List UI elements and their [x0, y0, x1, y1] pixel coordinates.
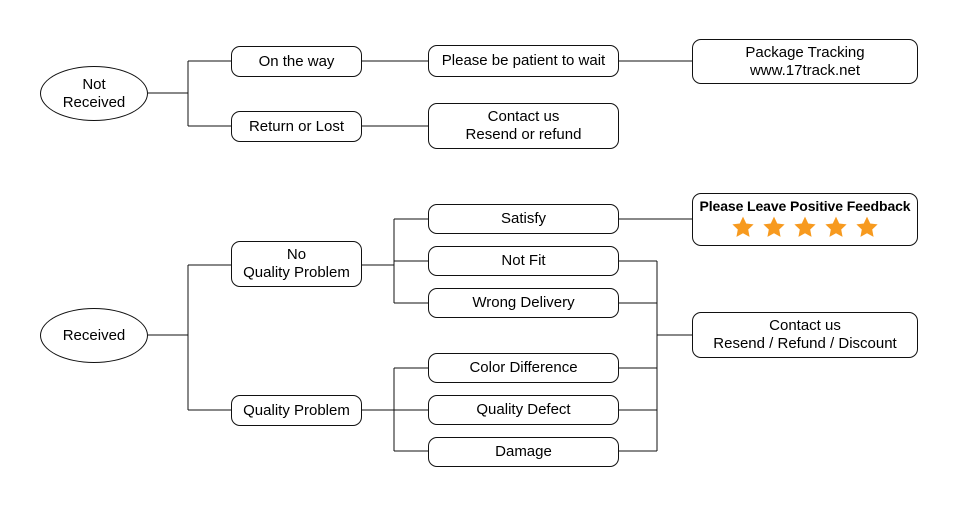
node-please-be-patient-to-wait[interactable]: Please be patient to wait [428, 45, 619, 77]
node-no-quality-problem[interactable]: No Quality Problem [231, 241, 362, 287]
node-color-difference[interactable]: Color Difference [428, 353, 619, 383]
star-icon [732, 216, 754, 237]
star-icon [856, 216, 878, 237]
node-on-the-way[interactable]: On the way [231, 46, 362, 77]
node-positive-feedback[interactable]: Please Leave Positive Feedback [692, 193, 918, 246]
node-quality-problem[interactable]: Quality Problem [231, 395, 362, 426]
node-contact-us-resend-refund-discount[interactable]: Contact us Resend / Refund / Discount [692, 312, 918, 358]
node-contact-us-resend-or-refund[interactable]: Contact us Resend or refund [428, 103, 619, 149]
node-damage[interactable]: Damage [428, 437, 619, 467]
node-received[interactable]: Received [40, 308, 148, 363]
star-icon [763, 216, 785, 237]
node-wrong-delivery[interactable]: Wrong Delivery [428, 288, 619, 318]
node-not-fit[interactable]: Not Fit [428, 246, 619, 276]
node-package-tracking[interactable]: Package Tracking www.17track.net [692, 39, 918, 84]
node-return-or-lost[interactable]: Return or Lost [231, 111, 362, 142]
star-rating [730, 215, 880, 240]
node-quality-defect[interactable]: Quality Defect [428, 395, 619, 425]
star-icon [794, 216, 816, 237]
positive-feedback-label: Please Leave Positive Feedback [699, 198, 911, 214]
node-satisfy[interactable]: Satisfy [428, 204, 619, 234]
star-icon [825, 216, 847, 237]
node-not-received[interactable]: Not Received [40, 66, 148, 121]
